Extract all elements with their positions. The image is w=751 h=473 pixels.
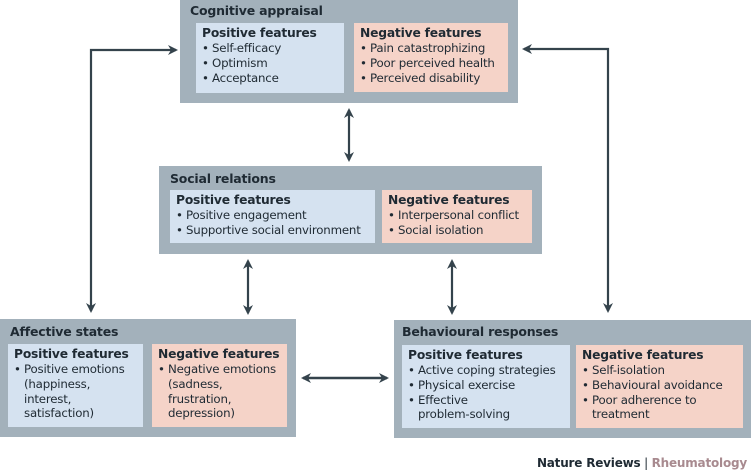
negative-features-list: Pain catastrophizing Poor perceived heal… xyxy=(360,41,502,85)
feature-item: Interpersonal conflict xyxy=(388,208,526,223)
feature-item: Perceived disability xyxy=(360,71,502,86)
negative-features-title: Negative features xyxy=(360,26,482,40)
negative-features-list: Negative emotions (sadness, frustration,… xyxy=(158,362,281,421)
feature-item-text: treatment xyxy=(592,407,650,422)
feature-item-text: satisfaction) xyxy=(24,406,94,421)
group-behavioural-responses: Behavioural responses Positive features … xyxy=(394,320,751,438)
negative-features-box: Negative features Self-isolation Behavio… xyxy=(576,345,743,428)
group-title: Social relations xyxy=(170,171,276,186)
group-title: Behavioural responses xyxy=(402,324,559,339)
positive-features-list: Positive emotions (happiness, interest, … xyxy=(14,362,137,421)
positive-features-box: Positive features Active coping strategi… xyxy=(402,345,570,428)
negative-features-title: Negative features xyxy=(158,347,280,361)
negative-features-list: Self-isolation Behavioural avoidance Poo… xyxy=(582,363,737,422)
feature-item: Supportive social environment xyxy=(176,223,369,238)
feature-item-text: (sadness, xyxy=(168,376,223,391)
arrow-behavioural-cognitive xyxy=(522,44,613,313)
positive-features-list: Active coping strategies Physical exerci… xyxy=(408,363,564,422)
journal-credit: Nature Reviews | Rheumatology xyxy=(537,456,747,470)
feature-item: Social isolation xyxy=(388,223,526,238)
group-social-relations: Social relations Positive features Posit… xyxy=(159,166,542,254)
feature-item: Effective problem-solving xyxy=(408,393,564,423)
journal-name: Rheumatology xyxy=(651,456,748,470)
negative-features-box: Negative features Interpersonal conflict… xyxy=(382,190,532,243)
feature-item: Optimism xyxy=(202,56,338,71)
positive-features-box: Positive features Positive emotions (hap… xyxy=(8,344,143,427)
feature-item-text: (happiness, xyxy=(24,376,91,391)
group-title: Affective states xyxy=(10,324,119,339)
feature-item: Positive emotions (happiness, interest, … xyxy=(14,362,137,421)
feature-item: Active coping strategies xyxy=(408,363,564,378)
arrow-affective-cognitive xyxy=(86,45,178,313)
feature-item-text: problem-solving xyxy=(418,407,510,422)
negative-features-title: Negative features xyxy=(582,348,704,362)
feature-item: Poor adherence to treatment xyxy=(582,393,737,423)
feature-item: Poor perceived health xyxy=(360,56,502,71)
feature-item-text: Effective xyxy=(418,392,468,407)
feature-item-text: Negative emotions xyxy=(168,362,277,376)
positive-features-box: Positive features Self-efficacy Optimism… xyxy=(196,23,344,93)
negative-features-list: Interpersonal conflict Social isolation xyxy=(388,208,526,238)
feature-item: Acceptance xyxy=(202,71,338,86)
feature-item-text: Positive emotions xyxy=(24,362,125,376)
feature-item-text: depression) xyxy=(168,406,235,421)
negative-features-box: Negative features Pain catastrophizing P… xyxy=(354,23,508,92)
positive-features-box: Positive features Positive engagement Su… xyxy=(170,190,375,243)
positive-features-list: Self-efficacy Optimism Acceptance xyxy=(202,41,338,85)
publisher-name: Nature Reviews xyxy=(536,456,641,470)
feature-item: Negative emotions (sadness, frustration,… xyxy=(158,362,281,421)
positive-features-title: Positive features xyxy=(176,193,291,207)
negative-features-title: Negative features xyxy=(388,193,510,207)
feature-item-text: frustration, xyxy=(168,391,232,406)
negative-features-box: Negative features Negative emotions (sad… xyxy=(152,344,287,427)
positive-features-title: Positive features xyxy=(408,348,523,362)
feature-item: Behavioural avoidance xyxy=(582,378,737,393)
feature-item: Self-isolation xyxy=(582,363,737,378)
positive-features-title: Positive features xyxy=(14,347,129,361)
feature-item: Positive engagement xyxy=(176,208,369,223)
group-title: Cognitive appraisal xyxy=(190,3,323,18)
positive-features-title: Positive features xyxy=(202,26,317,40)
feature-item: Self-efficacy xyxy=(202,41,338,56)
feature-item: Physical exercise xyxy=(408,378,564,393)
group-affective-states: Affective states Positive features Posit… xyxy=(0,319,296,437)
positive-features-list: Positive engagement Supportive social en… xyxy=(176,208,369,238)
credit-separator: | xyxy=(644,456,648,470)
group-cognitive-appraisal: Cognitive appraisal Positive features Se… xyxy=(180,0,518,103)
feature-item: Pain catastrophizing xyxy=(360,41,502,56)
feature-item-text: Poor adherence to xyxy=(592,392,697,407)
feature-item-text: interest, xyxy=(24,391,72,406)
